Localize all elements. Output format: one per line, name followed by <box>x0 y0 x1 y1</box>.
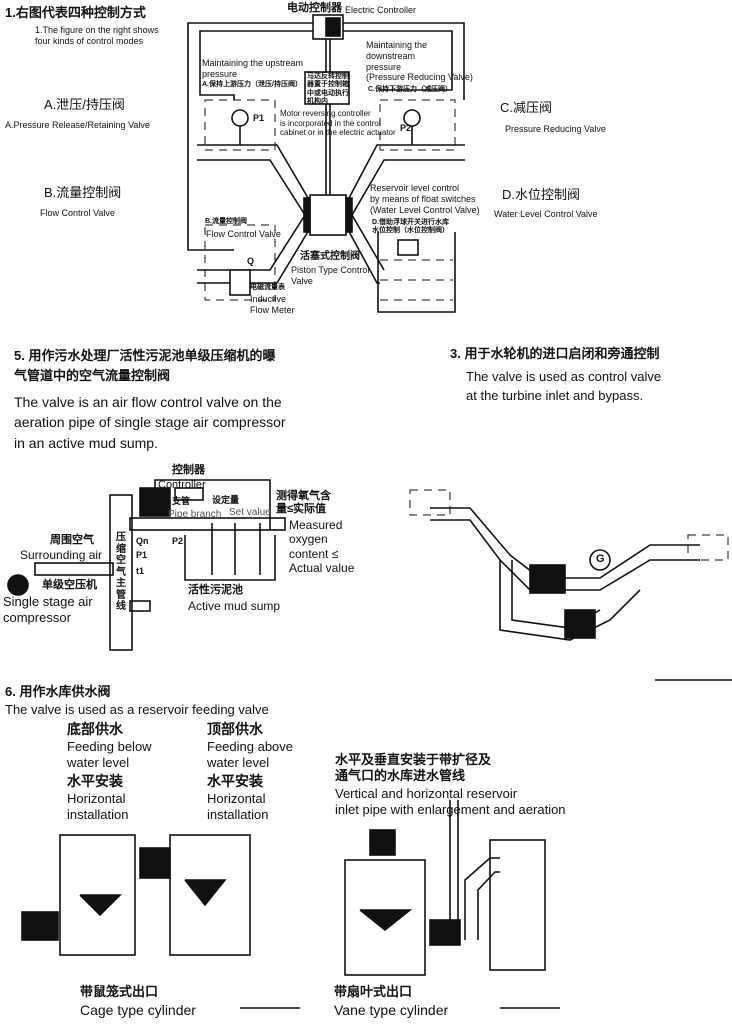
sump-en: Active mud sump <box>188 599 281 613</box>
motor-cn: 马达反转控制 器置于控制箱 中或电动执行 机构内 <box>307 73 349 106</box>
vert-cn: 水平及垂直安装于带扩径及 通气口的水库进水管线 <box>335 752 492 783</box>
vert-en: Vertical and horizontal reservoir inlet … <box>335 786 566 817</box>
mode-a-cn: A.泄压/持压阀 <box>44 97 125 112</box>
reservoir-en: Reservoir level control by means of floa… <box>370 183 480 215</box>
p2-label: P2 <box>400 123 412 133</box>
mode-b-cn: B.流量控制阀 <box>44 185 122 200</box>
branch-cn: 支管 <box>172 496 191 506</box>
horiz2-cn: 水平安装 <box>207 773 263 789</box>
s5-controller-cn: 控制器 <box>172 464 205 476</box>
qn-label: Qn <box>136 536 149 546</box>
downstream-en: Maintaining the downstream pressure (Pre… <box>366 40 473 83</box>
mode-d-cn: D.水位控制阀 <box>502 187 581 202</box>
sump-cn: 活性污泥池 <box>188 584 243 596</box>
measured-cn: 测得氧气含 量≤实际值 <box>276 490 331 516</box>
section3-title-cn: 3. 用于水轮机的进口启闭和旁通控制 <box>450 346 660 361</box>
section5-title-en: The valve is an air flow control valve o… <box>14 394 286 451</box>
above-en: Feeding above water level <box>207 739 294 770</box>
comp-en: Single stage air compressor <box>3 594 93 625</box>
vane-en: Vane type cylinder <box>334 1002 449 1018</box>
motor-en: Motor reversing controller is incorporat… <box>280 109 396 138</box>
measured-en: Measured oxygen content ≤ Actual value <box>289 518 355 576</box>
turbine-diagram <box>409 489 732 681</box>
mode-a-en: A.Pressure Release/Retaining Valve <box>5 120 150 130</box>
downstream-cn: C.保持下游压力（减压阀） <box>368 86 452 93</box>
aeration-diagram <box>7 479 286 651</box>
p1-label: P1 <box>253 113 265 123</box>
section3-title-en: The valve is used as control valve at th… <box>466 369 662 403</box>
controller-en: Electric Controller <box>345 5 417 15</box>
set-en: Set value <box>229 507 271 518</box>
section6-title-cn: 6. 用作水库供水阀 <box>5 684 111 699</box>
vane-cn: 带扇叶式出口 <box>334 984 413 999</box>
main-line-cn: 压 缩 空 气 主 管 线 <box>116 532 126 612</box>
section5-title-cn: 5. 用作污水处理厂活性污泥池单级压缩机的曝 气管道中的空气流量控制阀 <box>14 348 276 383</box>
below-cn: 底部供水 <box>67 721 123 737</box>
reservoir-cn: D.借助浮球开关进行水库 水位控制（水位控制阀） <box>372 219 449 235</box>
above-cn: 顶部供水 <box>207 721 263 737</box>
piston-cn: 活塞式控制阀 <box>300 251 360 262</box>
horiz1-en: Horizontal installation <box>67 791 129 822</box>
cage-en: Cage type cylinder <box>80 1002 196 1018</box>
mode-d-en: Water Level Control Valve <box>494 209 598 219</box>
meter-cn: 电磁流量表 <box>250 284 285 291</box>
air-cn: 周围空气 <box>50 534 94 546</box>
upstream-cn: A.保持上游压力（泄压/持压阀） <box>202 81 302 88</box>
reservoir-diagrams <box>21 800 560 1009</box>
comp-cn: 单级空压机 <box>42 579 97 591</box>
mode-b-en: Flow Control Valve <box>40 208 115 218</box>
s5-controller-en: Controller <box>158 479 206 491</box>
piston-en: Piston Type Control Valve <box>291 265 370 286</box>
set-cn: 设定量 <box>212 495 240 505</box>
control-modes-diagram <box>187 14 465 313</box>
cage-cn: 带鼠笼式出口 <box>80 984 159 999</box>
controller-cn: 电动控制器 <box>287 2 342 14</box>
s5-p1-label: P1 <box>136 550 148 560</box>
upstream-en: Maintaining the upstream pressure <box>202 58 304 79</box>
horiz2-en: Horizontal installation <box>207 791 269 822</box>
meter-en: Inductive Flow Meter <box>250 294 295 315</box>
section1-subtitle: 1.The figure on the right shows four kin… <box>35 25 159 46</box>
flow-en: Flow Control Valve <box>206 229 281 239</box>
section1-title: 1.右图代表四种控制方式 <box>5 5 146 20</box>
section6-title-en: The valve is used as a reservoir feeding… <box>5 702 269 717</box>
flow-cn: B.流量控制阀 <box>205 218 247 225</box>
generator-label: G <box>596 553 605 565</box>
s5-p2-label: P2 <box>172 536 184 546</box>
mode-c-cn: C.减压阀 <box>500 100 553 115</box>
q-label: Q <box>247 256 255 266</box>
horiz1-cn: 水平安装 <box>67 773 123 789</box>
air-en: Surrounding air <box>20 548 103 562</box>
below-en: Feeding below water level <box>67 739 152 770</box>
mode-c-en: Pressure Reducing Valve <box>505 124 606 134</box>
t1-label: t1 <box>136 566 145 576</box>
branch-en: Pipe branch <box>168 509 222 520</box>
